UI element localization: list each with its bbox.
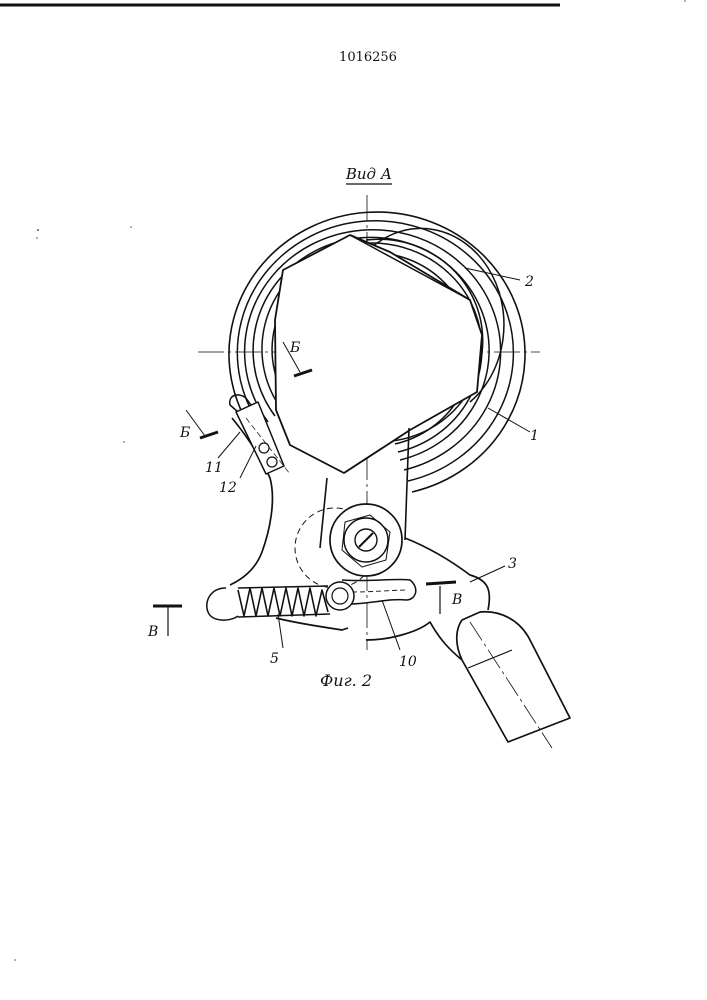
callout-label: 2: [524, 274, 534, 290]
figure-caption: Фиг. 2: [320, 671, 372, 690]
callout-label: 3: [508, 556, 517, 572]
document-number: 1016256: [339, 50, 397, 65]
spring-pin-outer: [326, 582, 354, 610]
cut-mark-v-right: [426, 582, 456, 584]
section-letter-v-left: В: [147, 624, 158, 640]
view-label: Вид А: [345, 165, 392, 183]
spring-top-edge: [238, 586, 328, 588]
guide-slot-dashed: [352, 590, 408, 592]
callout-label: 12: [219, 480, 237, 496]
section-letter-v-right: В: [451, 592, 462, 608]
spring-end-loop: [207, 588, 238, 620]
section-letter-b-left: Б: [179, 425, 190, 441]
scan-speckles: [14, 0, 686, 961]
callout-label: 5: [270, 651, 279, 667]
callout-label: 10: [399, 654, 417, 670]
callout-label: 1: [530, 428, 539, 444]
mechanism-drawing: [198, 195, 570, 748]
cam-body: [275, 235, 482, 473]
coil-spring: [238, 588, 328, 616]
section-letter-b-upper: Б: [289, 340, 300, 356]
lever-handle: [457, 612, 570, 742]
callout-label: 11: [205, 460, 223, 476]
